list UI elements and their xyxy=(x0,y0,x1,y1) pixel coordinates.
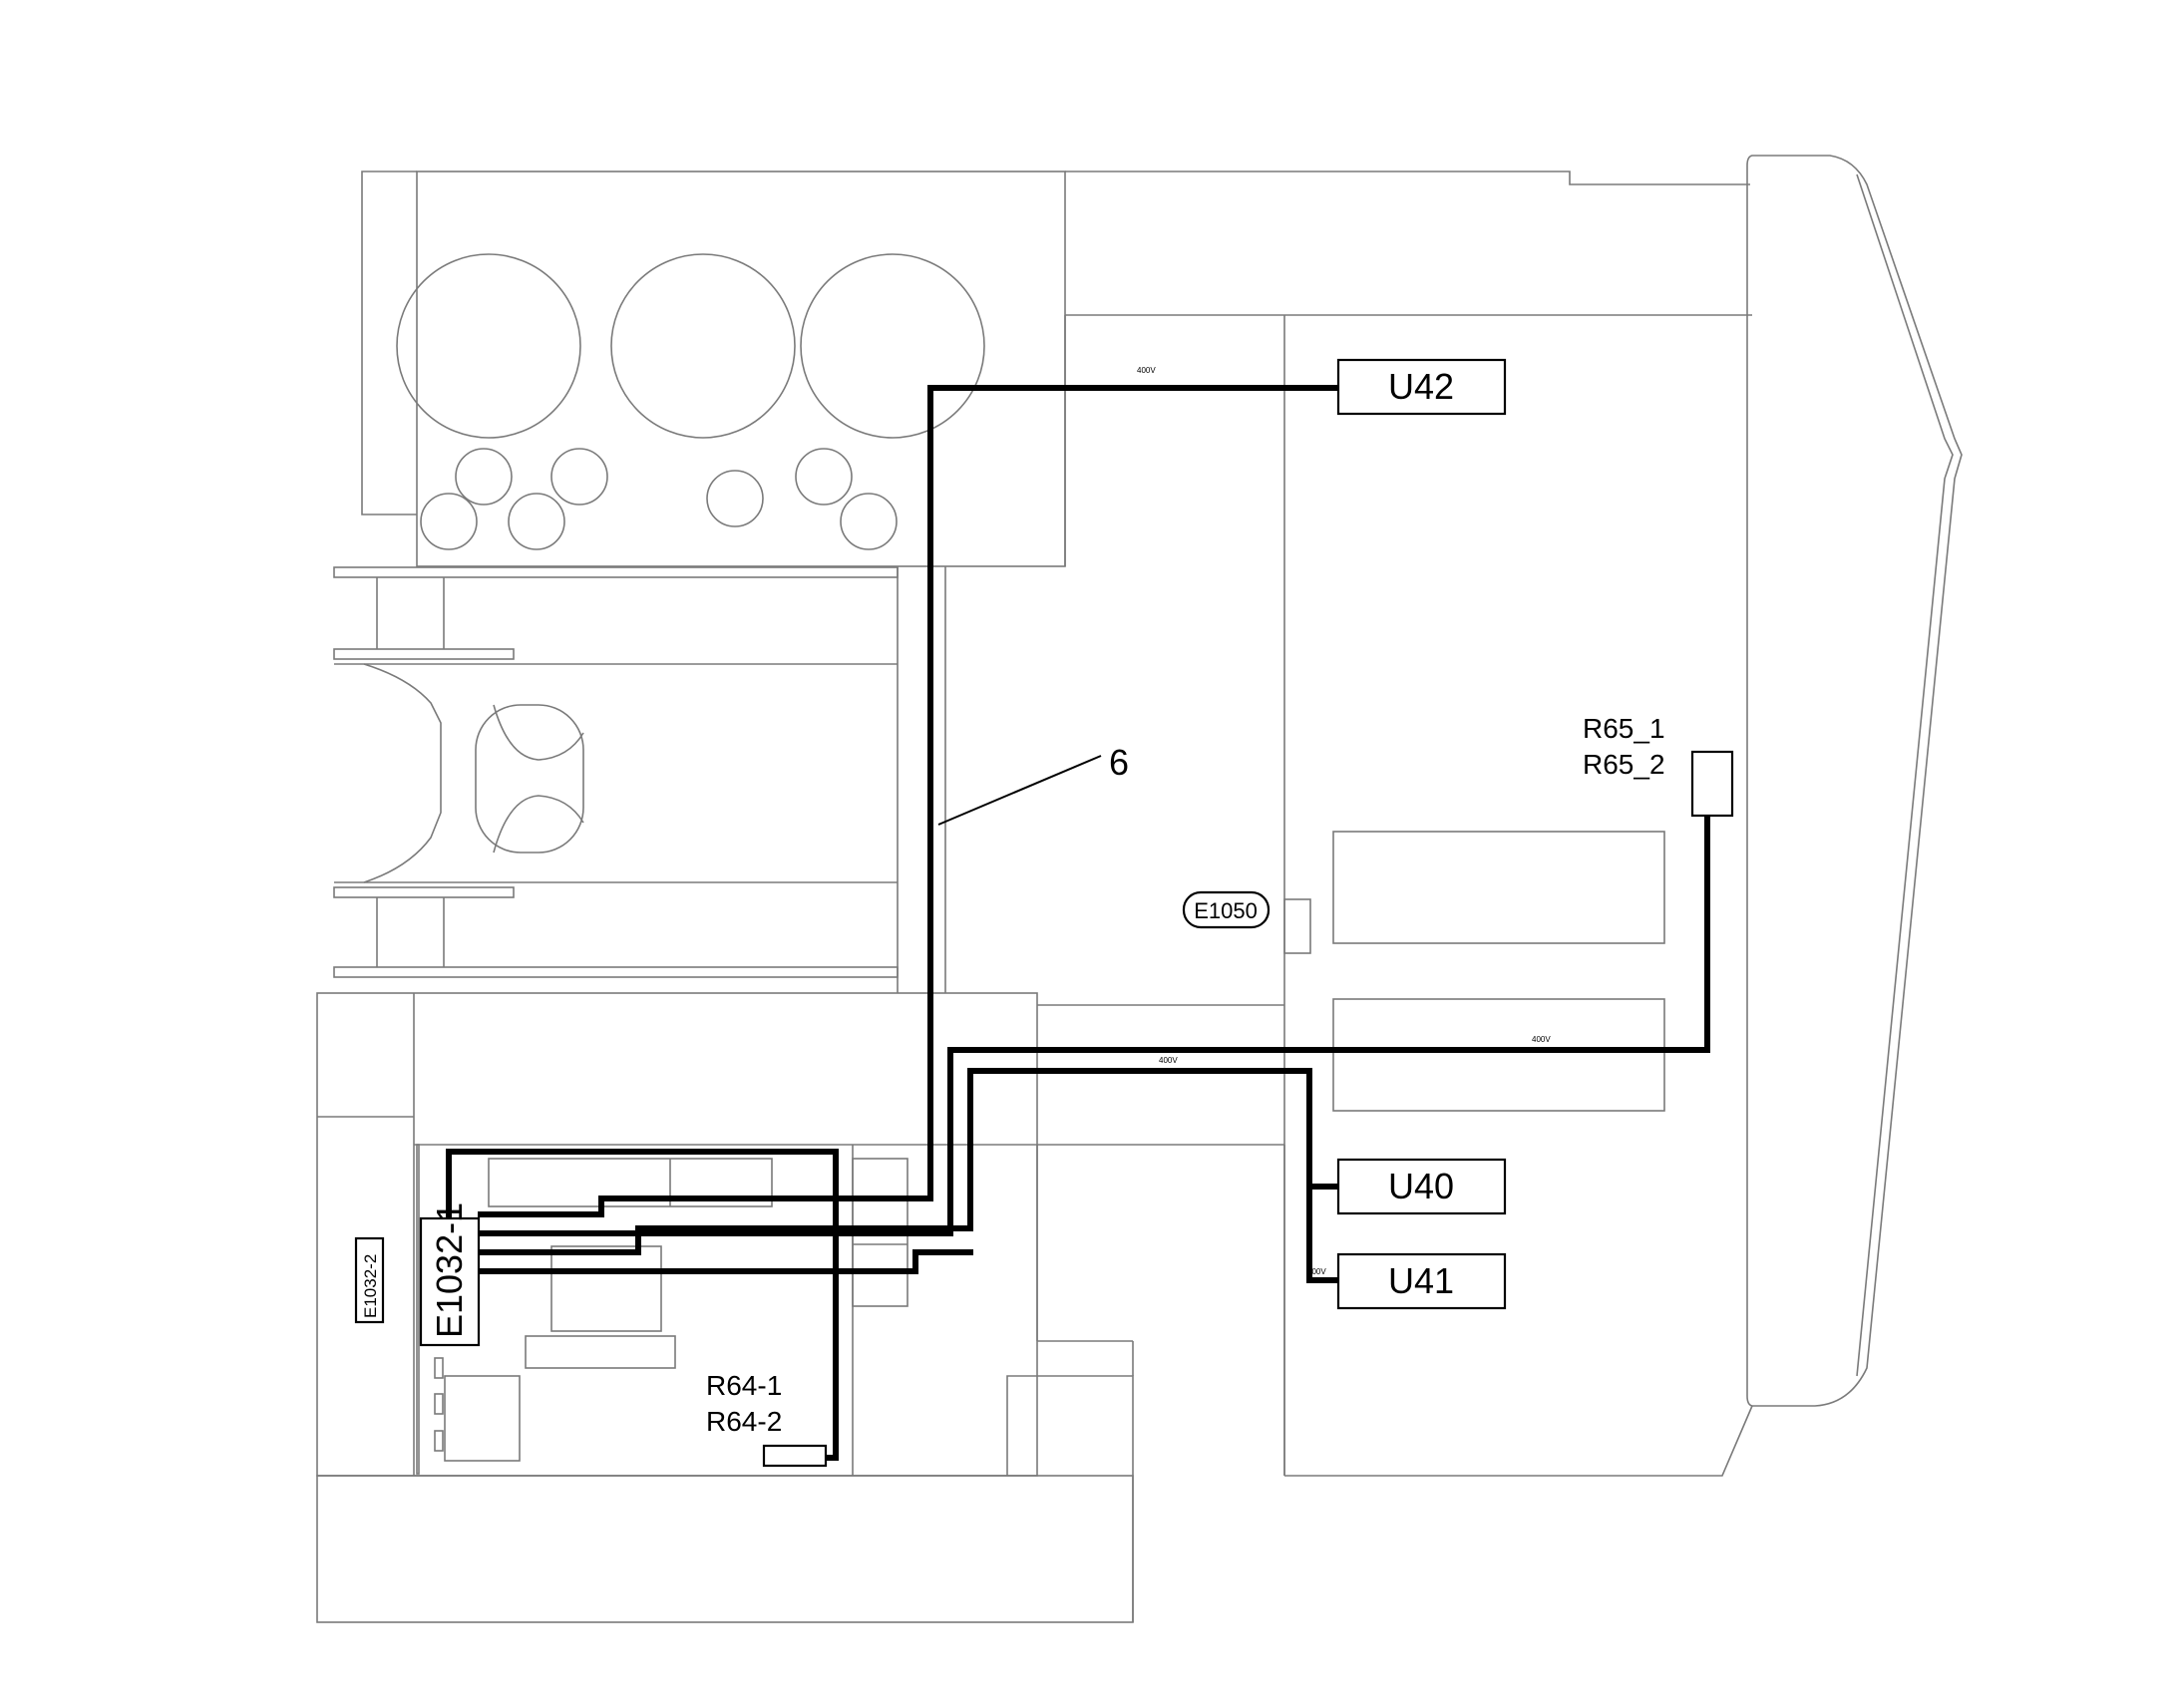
component-e1032-1[interactable]: E1032-1 xyxy=(419,1202,481,1347)
callout-leader xyxy=(937,755,1102,826)
component-e1050[interactable]: E1050 xyxy=(1182,890,1271,929)
r64-label-1: R64-1 xyxy=(706,1370,782,1401)
u40-label: U40 xyxy=(1388,1166,1454,1206)
r64-label-2: R64-2 xyxy=(706,1406,782,1437)
cable-r65 xyxy=(478,811,1710,1236)
cable-u42 xyxy=(478,385,1341,1217)
component-u42[interactable]: U42 xyxy=(1336,358,1507,416)
u41-label: U41 xyxy=(1388,1260,1454,1301)
component-u41[interactable]: U41 xyxy=(1336,1252,1507,1310)
voltage-tag-middle: 400V xyxy=(1159,1056,1178,1065)
machine-outline xyxy=(316,155,1963,1623)
cable-u41-branch xyxy=(1306,1184,1341,1283)
cable-number-label: 6 xyxy=(1109,742,1129,783)
component-e1032-2[interactable]: E1032-2 xyxy=(354,1236,385,1324)
cables xyxy=(446,385,1710,1461)
voltage-tag-top: 400V xyxy=(1137,366,1156,375)
cable-r64 xyxy=(446,1149,839,1461)
u42-label: U42 xyxy=(1388,366,1454,407)
component-r65[interactable]: R65_1 R65_2 xyxy=(1583,713,1734,818)
r65-label-2: R65_2 xyxy=(1583,749,1665,780)
cable-u40-u41 xyxy=(478,1068,1341,1255)
e1032-2-label: E1032-2 xyxy=(361,1254,380,1318)
component-u40[interactable]: U40 xyxy=(1336,1158,1507,1215)
voltage-tag-u41: 400V xyxy=(1307,1267,1326,1276)
e1032-1-label: E1032-1 xyxy=(429,1202,470,1338)
r65-label-1: R65_1 xyxy=(1583,713,1665,744)
e1050-label: E1050 xyxy=(1194,898,1258,923)
component-r64[interactable]: R64-1 R64-2 xyxy=(706,1370,828,1468)
voltage-tag-right: 400V xyxy=(1532,1035,1551,1044)
